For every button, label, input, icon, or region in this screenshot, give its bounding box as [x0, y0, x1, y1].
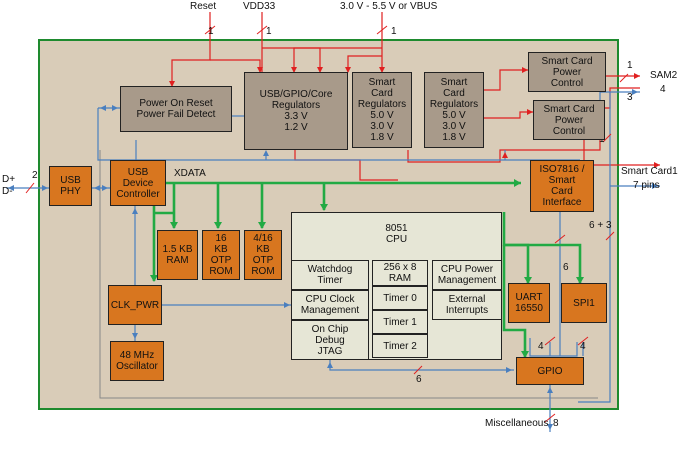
- vbus-bus-count: 1: [391, 26, 397, 37]
- timer-2: Timer 2: [372, 334, 428, 358]
- bus-slashes: [25, 25, 629, 423]
- seven-pins-label: 7 pins: [633, 180, 660, 191]
- uart-gpio-count: 4: [538, 341, 544, 352]
- sam2-label: SAM2: [650, 70, 678, 81]
- data-bus: [152, 181, 582, 357]
- clk-pwr-block: CLK_PWR: [108, 285, 162, 325]
- gpio-block: GPIO: [516, 357, 584, 385]
- sam2-count-4: 4: [660, 84, 666, 95]
- inner-frame: [99, 150, 598, 399]
- xdata-label: XDATA: [174, 168, 206, 179]
- arrowheads-red: [169, 67, 660, 168]
- vdd-bus-count: 1: [266, 26, 272, 37]
- iso-bus-count: 6 + 3: [589, 220, 612, 231]
- timer-0: Timer 0: [372, 286, 428, 310]
- misc-label: Miscellaneous: [485, 418, 549, 429]
- vbus-label: 3.0 V - 5.5 V or VBUS: [340, 1, 438, 12]
- arrowheads-blue: [8, 89, 658, 430]
- arrowheads-green: [150, 179, 584, 358]
- gpio-debug-count: 6: [416, 374, 422, 385]
- spi-gpio-count: 4: [580, 341, 586, 352]
- timer-1: Timer 1: [372, 310, 428, 334]
- sam2-count-3: 3: [627, 92, 633, 103]
- usb-bus-count: 2: [32, 170, 38, 181]
- dminus-label: D-: [2, 186, 13, 197]
- iso-uart-count: 6: [563, 262, 569, 273]
- reset-label: Reset: [190, 1, 217, 12]
- misc-bus-count: 8: [553, 418, 559, 429]
- sam2-count-1: 1: [627, 60, 633, 71]
- reset-bus-count: 1: [208, 26, 214, 37]
- vdd33-label: VDD33: [243, 1, 276, 12]
- spi1-block: SPI1: [561, 283, 607, 323]
- dplus-label: D+: [2, 174, 16, 185]
- smart-card1-label: Smart Card1: [621, 166, 678, 177]
